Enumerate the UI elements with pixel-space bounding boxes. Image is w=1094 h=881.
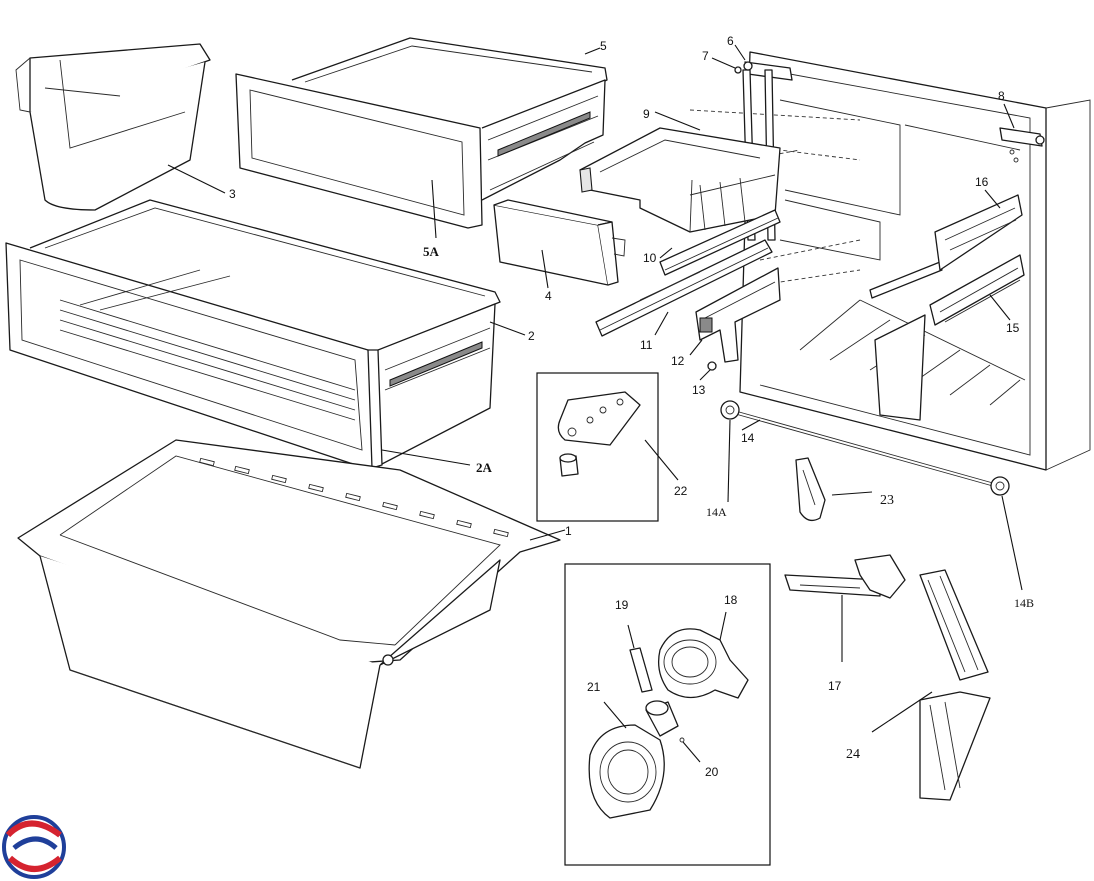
label-11: 11 — [640, 338, 653, 352]
label-14b: 14B — [1014, 596, 1034, 610]
part-1-freezer-bin — [17, 439, 566, 769]
label-2: 2 — [528, 329, 535, 343]
label-15: 15 — [1006, 321, 1020, 335]
part-15-rail — [874, 254, 1025, 421]
label-12: 12 — [671, 354, 685, 368]
label-2a: 2A — [476, 460, 493, 475]
inset-22 — [536, 372, 679, 522]
label-16: 16 — [975, 175, 989, 189]
callout-labels: 1 2 2A 3 4 5 5A 6 7 8 9 10 11 12 13 14 1… — [229, 34, 1034, 779]
label-17: 17 — [828, 679, 842, 693]
label-5a: 5A — [423, 244, 440, 259]
part-16-rail — [869, 189, 1023, 299]
label-14a: 14A — [706, 505, 727, 519]
part-8-hinge — [999, 103, 1045, 163]
label-21: 21 — [587, 680, 601, 694]
label-19: 19 — [615, 598, 629, 612]
part-17-rail-cap — [784, 554, 906, 662]
label-7: 7 — [702, 49, 709, 63]
label-20: 20 — [705, 765, 719, 779]
part-13-screw — [699, 361, 717, 381]
label-13: 13 — [692, 383, 706, 397]
inset-18-21 — [564, 563, 771, 866]
part-4-drawer-front — [493, 199, 626, 289]
part-12-slide-bracket — [689, 267, 781, 363]
label-4: 4 — [545, 289, 552, 303]
label-1: 1 — [565, 524, 572, 538]
label-9: 9 — [643, 107, 650, 121]
part-10-slide-rail — [659, 209, 781, 276]
brand-logo-icon — [2, 815, 66, 879]
part-11-slide-rail — [595, 239, 773, 337]
part-24-rail-tracks — [871, 569, 991, 801]
part-14a-gear — [720, 400, 740, 503]
part-3-door-bin — [15, 43, 226, 211]
label-8: 8 — [998, 89, 1005, 103]
label-22: 22 — [674, 484, 688, 498]
label-24: 24 — [846, 747, 860, 762]
part-23-clip — [795, 457, 873, 522]
label-6: 6 — [727, 34, 734, 48]
part-5-crisper-drawer — [235, 37, 608, 239]
label-5: 5 — [600, 39, 607, 53]
part-14b-gear — [990, 476, 1023, 591]
label-18: 18 — [724, 593, 738, 607]
label-23: 23 — [880, 493, 894, 508]
part-9-slide-bracket — [579, 111, 781, 233]
part-14-shaft — [731, 409, 1001, 489]
label-10: 10 — [643, 251, 657, 265]
part-2-crisper-drawer — [5, 199, 526, 469]
label-3: 3 — [229, 187, 236, 201]
label-14: 14 — [741, 431, 755, 445]
